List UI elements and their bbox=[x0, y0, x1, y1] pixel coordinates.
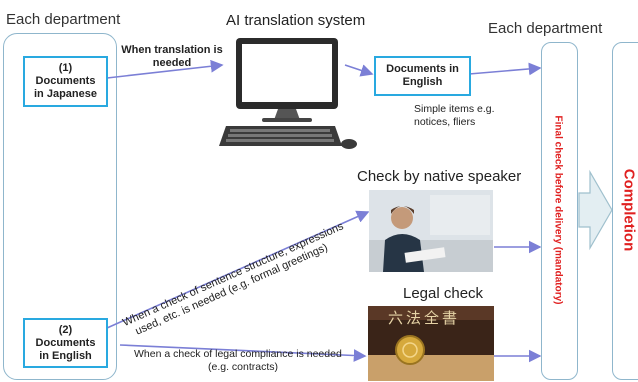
when-translation-line2: needed bbox=[152, 57, 192, 69]
arrow-english-to-native bbox=[106, 210, 370, 329]
legal-check-title: Legal check bbox=[403, 285, 484, 302]
doc-japanese-box: (1) Documents in Japanese bbox=[23, 56, 108, 107]
doc-english-top-box: Documents in English bbox=[374, 56, 471, 96]
simple-items-line1: Simple items e.g. bbox=[414, 103, 495, 115]
when-translation-line1: When translation is bbox=[121, 44, 223, 56]
computer-icon bbox=[219, 38, 357, 149]
native-speaker-photo bbox=[369, 190, 493, 272]
simple-items-line2: notices, fliers bbox=[414, 116, 476, 128]
arrow-english-doc-to-final bbox=[468, 62, 542, 76]
legal-book-photo bbox=[368, 306, 494, 381]
legal-condition-line1: When a check of legal compliance is need… bbox=[134, 348, 342, 360]
doc-english-bottom-number: (2) bbox=[58, 323, 73, 336]
legal-condition-line2: (e.g. contracts) bbox=[208, 361, 279, 373]
doc-english-bottom-line2: in English bbox=[39, 349, 92, 362]
simple-items-label: Simple items e.g. notices, fliers bbox=[414, 103, 495, 129]
ai-system-title: AI translation system bbox=[226, 12, 366, 29]
doc-english-bottom-line1: Documents bbox=[35, 336, 96, 349]
doc-english-top-line2: English bbox=[402, 76, 443, 88]
final-check-label: Final check before delivery (mandatory) bbox=[552, 115, 564, 305]
native-check-title: Check by native speaker bbox=[357, 168, 522, 185]
book-title-text: 六法全書 bbox=[388, 309, 461, 327]
arrow-japanese-to-ai bbox=[106, 59, 224, 79]
left-department-header: Each department bbox=[6, 11, 121, 28]
doc-english-bottom-box: (2) Documents in English bbox=[23, 318, 108, 368]
arrow-ai-to-english-doc bbox=[344, 64, 374, 77]
doc-japanese-number: (1) bbox=[58, 62, 73, 74]
completion-panel bbox=[612, 42, 638, 380]
doc-english-top-line1: Documents in bbox=[386, 63, 459, 75]
legal-condition-label: When a check of legal compliance is need… bbox=[134, 348, 342, 374]
right-department-header: Each department bbox=[488, 20, 603, 37]
completion-label: Completion bbox=[620, 168, 638, 252]
doc-japanese-line2: in Japanese bbox=[34, 88, 97, 100]
doc-japanese-line1: Documents bbox=[35, 75, 96, 87]
arrow-english-to-legal bbox=[119, 344, 367, 362]
when-translation-label: When translation is needed bbox=[116, 44, 228, 70]
big-arrow-to-completion bbox=[578, 169, 613, 251]
final-check-panel bbox=[541, 42, 578, 380]
